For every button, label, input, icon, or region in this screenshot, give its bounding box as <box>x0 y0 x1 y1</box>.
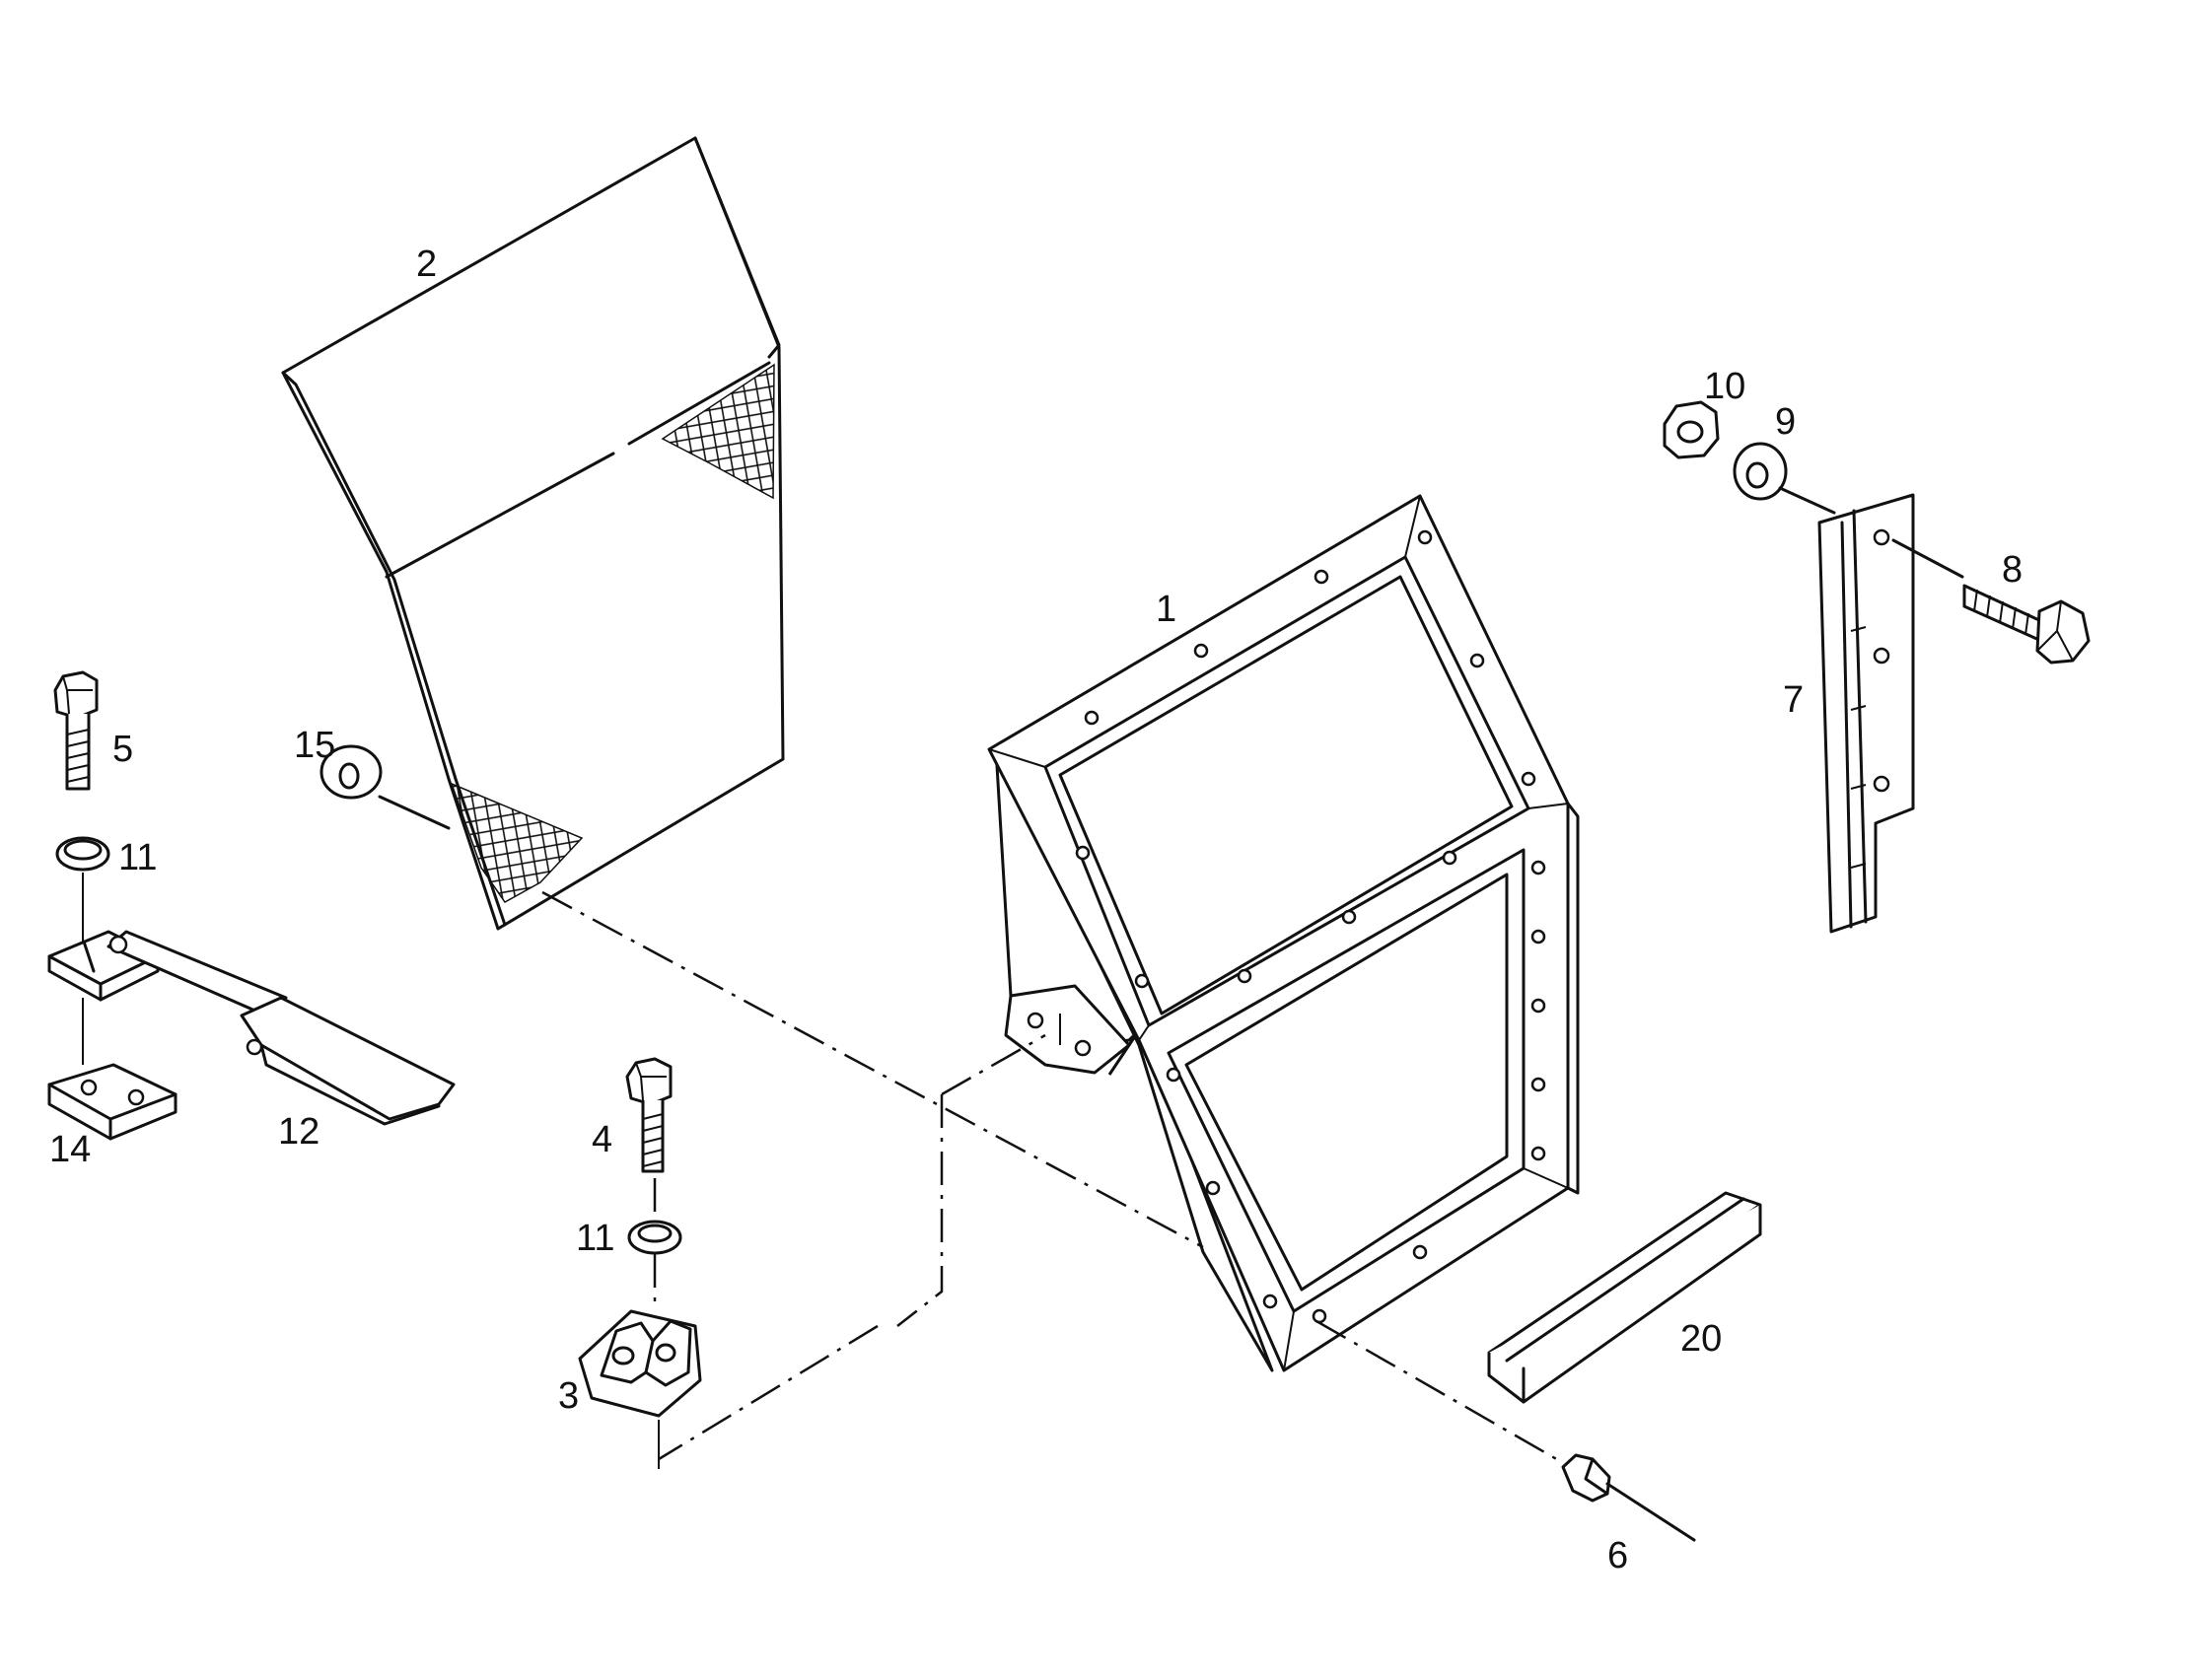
cover-panel <box>281 136 785 931</box>
bolt-5 <box>53 670 99 791</box>
callout-10: 10 <box>1704 366 1745 407</box>
frame-holes <box>1027 529 1546 1324</box>
callout-11-left: 11 <box>118 837 157 878</box>
latch-arm-12 <box>47 930 456 1126</box>
callout-11-center: 11 <box>576 1218 614 1259</box>
mesh-patch-lower <box>450 782 584 903</box>
washer-9 <box>1733 442 1836 515</box>
mesh-patch-upper <box>661 363 775 500</box>
callout-3: 3 <box>558 1375 579 1417</box>
callout-2: 2 <box>416 244 437 285</box>
hinge-7 <box>1817 493 1915 934</box>
callout-20: 20 <box>1680 1318 1722 1360</box>
callout-15: 15 <box>294 725 335 766</box>
nut-10 <box>1663 400 1720 459</box>
callout-8: 8 <box>2002 549 2023 591</box>
bolt-8 <box>1891 538 2091 665</box>
pin-6 <box>1561 1453 1696 1542</box>
frame-housing <box>987 494 1580 1372</box>
washer-15 <box>320 744 451 830</box>
callout-14: 14 <box>49 1129 91 1170</box>
edge-channel-20 <box>1487 1191 1762 1404</box>
callout-9: 9 <box>1775 401 1796 443</box>
callout-4: 4 <box>592 1119 612 1160</box>
leader-lines <box>541 890 1561 1469</box>
bolt-4 <box>625 1057 673 1173</box>
callout-12: 12 <box>278 1111 320 1153</box>
clip-3 <box>578 1309 702 1418</box>
callouts: 1 2 3 4 5 6 7 8 9 10 11 11 12 14 15 20 <box>49 244 2023 1576</box>
callout-7: 7 <box>1783 679 1804 721</box>
plate-14 <box>47 998 178 1141</box>
callout-6: 6 <box>1607 1535 1628 1576</box>
callout-1: 1 <box>1156 589 1176 630</box>
washer-11-center <box>627 1178 682 1301</box>
callout-5: 5 <box>112 729 133 770</box>
